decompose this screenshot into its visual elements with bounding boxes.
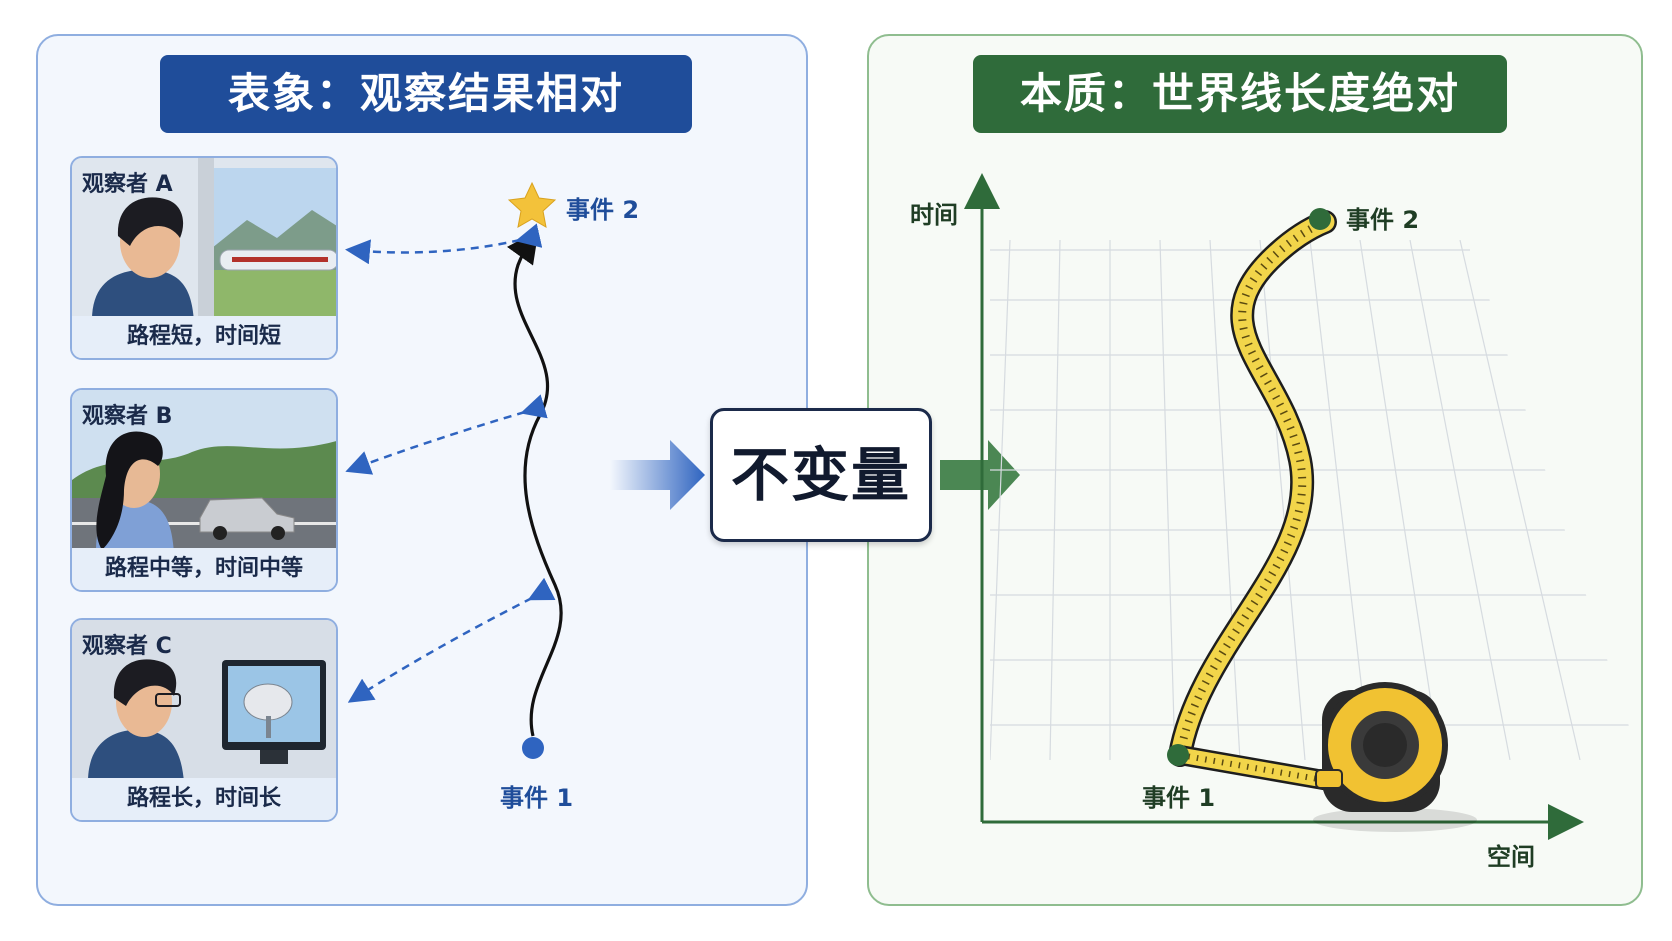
- observer-b-caption: 路程中等，时间中等: [72, 548, 336, 590]
- right-event-1-dot: [1167, 744, 1189, 766]
- right-event-2-dot: [1309, 208, 1331, 230]
- observer-a-title: 观察者 A: [82, 172, 173, 197]
- left-event-2-label: 事件 2: [566, 196, 640, 224]
- observer-card-b: 观察者 B 路程中等，时间中等: [70, 388, 338, 592]
- observer-c-title: 观察者 C: [82, 634, 172, 659]
- observer-card-c: 观察者 C 路程长，时间长: [70, 618, 338, 822]
- left-worldline: [506, 230, 563, 737]
- right-panel-title: 本质：世界线长度绝对: [973, 55, 1507, 133]
- observer-b-title: 观察者 B: [82, 404, 173, 429]
- right-event-2-label: 事件 2: [1346, 206, 1420, 234]
- observer-c-link: [347, 577, 556, 703]
- event-1-dot: [522, 737, 544, 759]
- right-event-1-label: 事件 1: [1142, 784, 1216, 812]
- green-arrow-icon: [940, 440, 1020, 510]
- invariant-box: 不变量: [710, 408, 932, 542]
- star-icon: [507, 181, 557, 228]
- x-axis-label: 空间: [1487, 843, 1535, 871]
- observer-a-caption: 路程短，时间短: [72, 316, 336, 358]
- spacetime-grid: [990, 240, 1630, 760]
- left-event-1-label: 事件 1: [500, 784, 574, 812]
- observer-c-caption: 路程长，时间长: [72, 778, 336, 820]
- tape-measure-icon: [1313, 682, 1477, 832]
- observer-card-a: 观察者 A 路程短，时间短: [70, 156, 338, 360]
- observer-b-link: [345, 394, 548, 475]
- y-axis-label: 时间: [910, 201, 958, 229]
- observer-a-link: [345, 223, 543, 265]
- blue-arrow-icon: [610, 440, 705, 510]
- left-panel-title: 表象：观察结果相对: [160, 55, 692, 133]
